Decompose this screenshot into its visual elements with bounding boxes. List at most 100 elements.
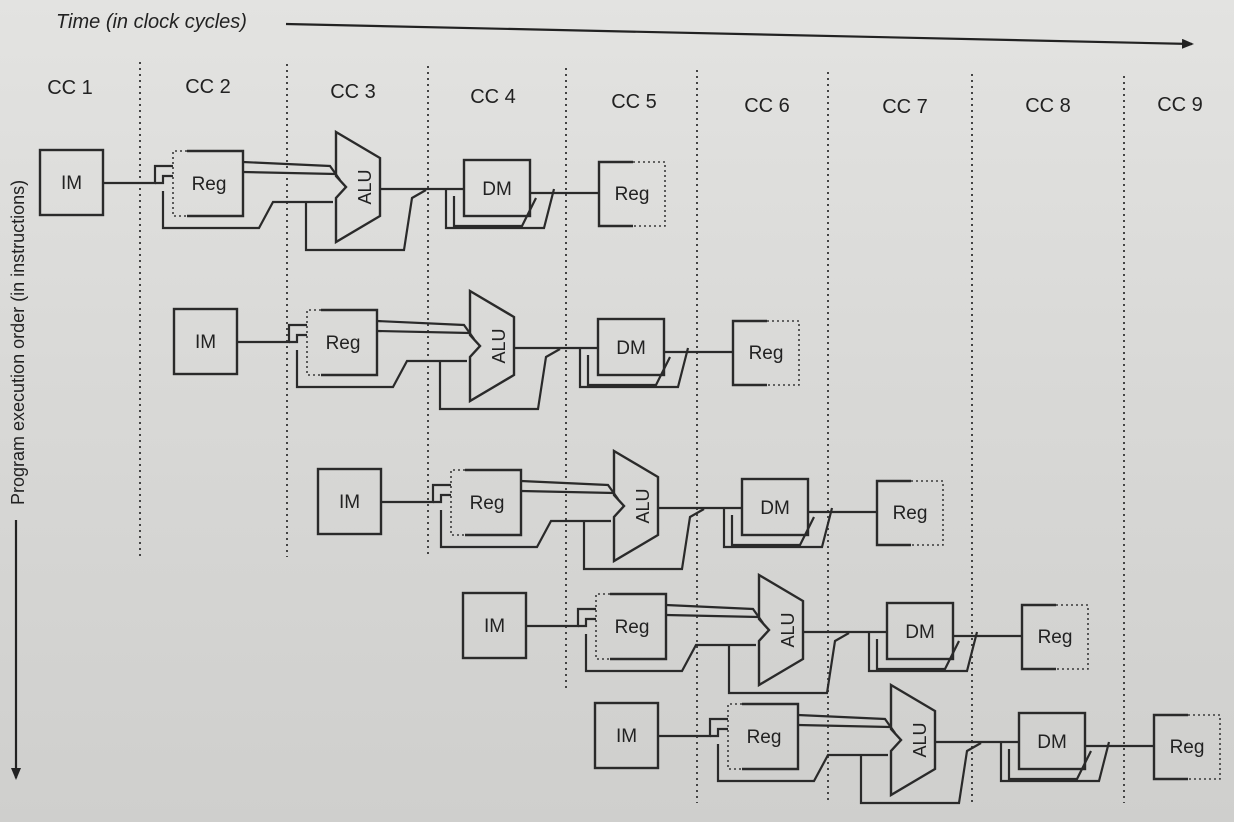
reg-bypass-wire — [716, 744, 888, 783]
dm-stage-box — [740, 477, 810, 537]
instruction-row-4: IM Reg ALU DM Reg — [461, 572, 1089, 695]
dm-stage-box — [885, 601, 955, 661]
reg-read-label: Reg — [326, 333, 361, 354]
im-to-reg-wire — [658, 717, 728, 738]
reg-read-box-dashed — [172, 150, 187, 217]
dm-bypass-wire — [444, 188, 556, 230]
reg-write-box-dashed — [633, 161, 666, 227]
im-stage-label: IM — [616, 726, 637, 747]
time-axis-label: Time (in clock cycles) — [56, 11, 247, 33]
reg-write-label: Reg — [615, 184, 650, 205]
reg-to-alu-wire-b — [797, 723, 892, 729]
dm-inner-wire — [730, 515, 815, 547]
reg-to-alu-wire-a — [797, 713, 896, 734]
im-to-reg-wire — [526, 607, 596, 628]
cycle-label-2: CC 2 — [185, 76, 231, 98]
dm-stage-box — [596, 317, 666, 377]
reg-read-label: Reg — [470, 493, 505, 514]
im-to-reg-wire-2 — [710, 727, 728, 738]
reg-write-box — [875, 479, 911, 547]
reg-write-box — [731, 319, 767, 387]
im-to-reg-wire — [103, 164, 173, 185]
reg-write-box-dashed — [1056, 604, 1089, 670]
reg-bypass-wire — [439, 510, 611, 549]
reg-read-box — [465, 468, 523, 537]
reg-read-box-dashed — [450, 469, 465, 536]
reg-write-box — [1152, 713, 1188, 781]
im-stage-label: IM — [61, 173, 82, 194]
reg-read-box-dashed — [727, 703, 742, 770]
reg-write-box — [597, 160, 633, 228]
reg-bypass-wire — [295, 350, 467, 389]
reg-bypass-wire — [161, 191, 333, 230]
dm-stage-box — [462, 158, 532, 218]
reg-bypass-wire — [584, 634, 756, 673]
reg-write-label: Reg — [749, 343, 784, 364]
dm-inner-wire — [586, 355, 671, 387]
alu-label: ALU — [489, 328, 509, 363]
alu-label: ALU — [778, 612, 798, 647]
im-to-reg-wire-2 — [433, 493, 451, 504]
cycle-label-7: CC 7 — [882, 96, 928, 118]
alu-bypass-wire — [304, 189, 427, 252]
im-stage-label: IM — [195, 332, 216, 353]
instruction-row-2: IM Reg ALU DM Reg — [172, 288, 800, 411]
cycle-label-3: CC 3 — [330, 81, 376, 103]
reg-to-alu-wire-b — [242, 170, 337, 176]
reg-read-box — [187, 149, 245, 218]
reg-write-label: Reg — [893, 503, 928, 524]
cycle-label-8: CC 8 — [1025, 95, 1071, 117]
reg-to-alu-wire-b — [376, 329, 471, 335]
alu-bypass-wire — [582, 508, 705, 571]
reg-to-alu-wire-a — [520, 479, 619, 500]
alu-unit — [334, 129, 382, 245]
dm-bypass-wire — [578, 347, 690, 389]
alu-bypass-wire — [438, 348, 561, 411]
dm-stage-label: DM — [905, 622, 935, 643]
im-to-reg-wire — [237, 323, 307, 344]
reg-read-label: Reg — [615, 617, 650, 638]
cycle-label-1: CC 1 — [47, 77, 93, 99]
reg-write-box — [1020, 603, 1056, 671]
im-to-reg-wire-2 — [289, 333, 307, 344]
alu-unit — [468, 288, 516, 404]
reg-read-box — [742, 702, 800, 771]
im-to-reg-wire-2 — [155, 174, 173, 185]
reg-to-alu-wire-a — [376, 319, 475, 340]
dm-stage-box — [1017, 711, 1087, 771]
cycle-label-4: CC 4 — [470, 86, 516, 108]
reg-read-box — [321, 308, 379, 377]
im-to-reg-wire-2 — [578, 617, 596, 628]
dm-stage-label: DM — [1037, 732, 1067, 753]
cycle-label-9: CC 9 — [1157, 94, 1203, 116]
reg-write-label: Reg — [1038, 627, 1073, 648]
reg-to-alu-wire-a — [242, 160, 341, 181]
reg-read-box — [610, 592, 668, 661]
alu-label: ALU — [910, 722, 930, 757]
dm-stage-label: DM — [616, 338, 646, 359]
alu-unit — [612, 448, 660, 564]
im-stage-label: IM — [339, 492, 360, 513]
im-to-reg-wire — [381, 483, 451, 504]
reg-read-box-dashed — [595, 593, 610, 660]
dm-bypass-wire — [999, 741, 1111, 783]
alu-bypass-wire — [859, 742, 982, 805]
im-stage-label: IM — [484, 616, 505, 637]
reg-read-box-dashed — [306, 309, 321, 376]
reg-write-box-dashed — [911, 480, 944, 546]
dm-inner-wire — [1007, 749, 1092, 781]
alu-label: ALU — [633, 488, 653, 523]
reg-write-label: Reg — [1170, 737, 1205, 758]
program-order-axis-label: Program execution order (in instructions… — [8, 180, 28, 505]
cycle-label-6: CC 6 — [744, 95, 790, 117]
reg-write-box-dashed — [767, 320, 800, 386]
reg-read-label: Reg — [747, 727, 782, 748]
dm-inner-wire — [452, 196, 537, 228]
reg-to-alu-wire-b — [665, 613, 760, 619]
dm-bypass-wire — [722, 507, 834, 549]
dm-inner-wire — [875, 639, 960, 671]
